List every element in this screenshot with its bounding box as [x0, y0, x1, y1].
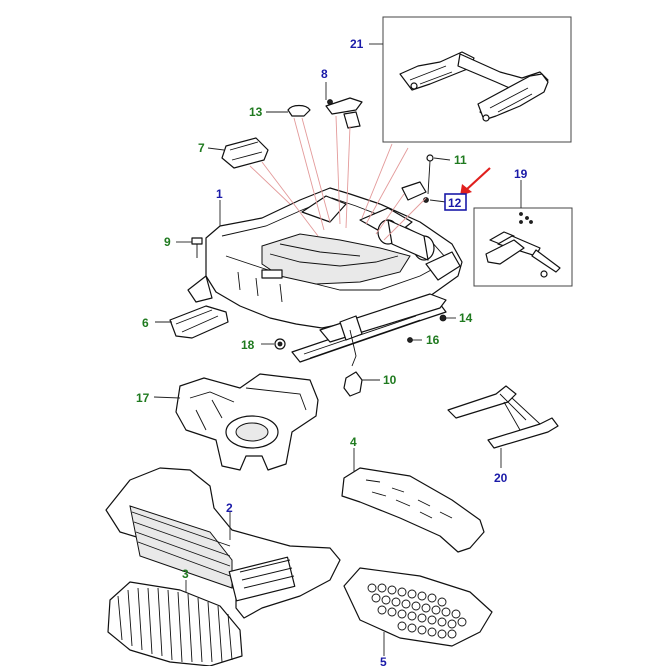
callout-labels: 21 8 13 7 1 9 11 12 19 6 14 16 18 10 17 … — [136, 37, 528, 666]
part-19-motor[interactable] — [485, 212, 561, 278]
callout-17[interactable]: 17 — [136, 391, 150, 405]
part-6-trim[interactable] — [169, 305, 229, 339]
callout-8[interactable]: 8 — [321, 67, 328, 81]
highlight-box-12 — [444, 193, 467, 211]
inset-box-21 — [382, 16, 572, 143]
part-21-frame[interactable] — [399, 51, 549, 122]
part-13-clip[interactable] — [287, 104, 311, 117]
seat-track-assembly[interactable] — [291, 293, 447, 367]
callout-1[interactable]: 1 — [216, 187, 223, 201]
part-14-screw[interactable] — [439, 314, 447, 322]
highlight-arrow — [460, 167, 491, 196]
callout-2[interactable]: 2 — [226, 501, 233, 515]
callout-3[interactable]: 3 — [182, 567, 189, 581]
callout-11[interactable]: 11 — [454, 153, 467, 167]
pink-leader-lines — [249, 115, 427, 241]
inset-box-19 — [473, 207, 573, 287]
callout-13[interactable]: 13 — [249, 105, 263, 119]
callout-21[interactable]: 21 — [350, 37, 364, 51]
callout-7[interactable]: 7 — [198, 141, 205, 155]
part-17-housing[interactable] — [175, 373, 319, 471]
part-3-cushion[interactable] — [107, 581, 243, 666]
part-18-bolt[interactable] — [274, 338, 286, 350]
part-10-bush[interactable] — [343, 371, 363, 397]
part-8-bracket[interactable] — [325, 97, 363, 129]
part-7-cover[interactable] — [221, 137, 269, 169]
callout-14[interactable]: 14 — [459, 311, 473, 325]
part-16-screw[interactable] — [407, 337, 413, 343]
part-5-mat[interactable] — [343, 567, 493, 647]
callout-18[interactable]: 18 — [241, 338, 255, 352]
callout-16[interactable]: 16 — [426, 333, 440, 347]
callout-12[interactable]: 12 — [448, 196, 462, 210]
callout-10[interactable]: 10 — [383, 373, 397, 387]
part-2-panel[interactable] — [105, 467, 341, 619]
part-20-rails[interactable] — [447, 385, 559, 449]
part-4-plate[interactable] — [341, 467, 485, 553]
callout-9[interactable]: 9 — [164, 235, 171, 249]
callout-19[interactable]: 19 — [514, 167, 528, 181]
callout-5[interactable]: 5 — [380, 655, 387, 666]
callout-6[interactable]: 6 — [142, 316, 149, 330]
part-11-screw[interactable] — [426, 154, 434, 195]
callout-leaders — [153, 43, 522, 656]
part-9-bolt[interactable] — [191, 237, 203, 258]
callout-4[interactable]: 4 — [350, 435, 357, 449]
callout-20[interactable]: 20 — [494, 471, 508, 485]
